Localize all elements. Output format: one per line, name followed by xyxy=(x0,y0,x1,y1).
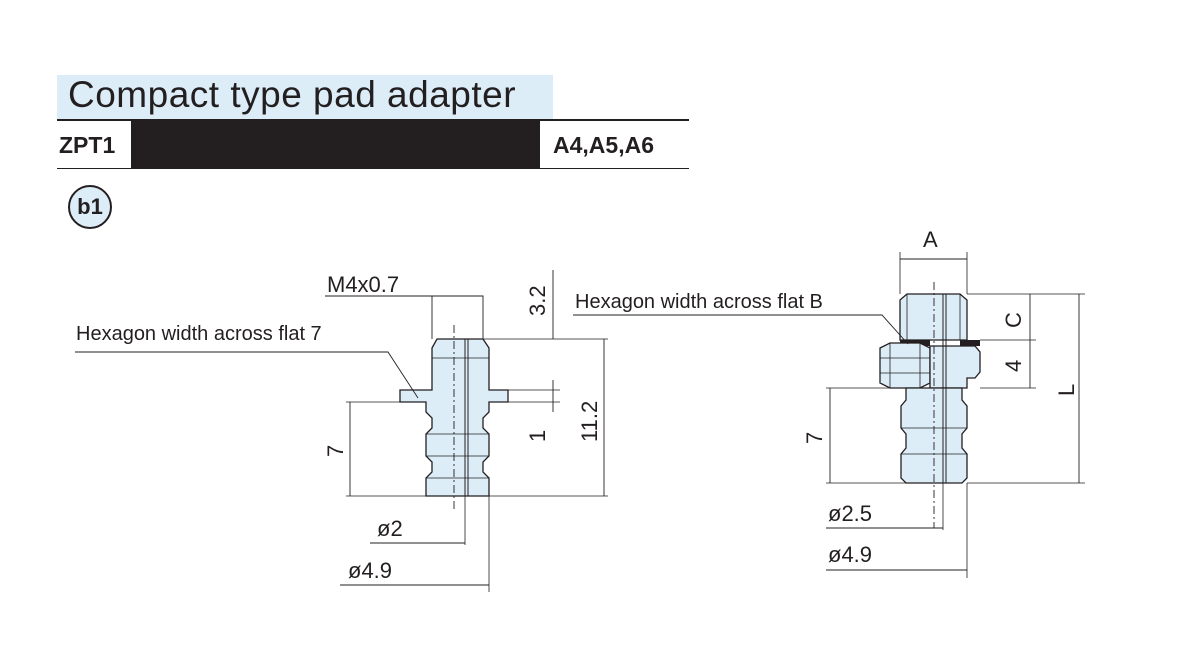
page-title: Compact type pad adapter xyxy=(68,74,517,115)
title-band xyxy=(57,75,553,119)
right-barb-body xyxy=(900,387,968,484)
left-dim-top: 3.2 xyxy=(525,285,550,316)
right-dia-outer: ø4.9 xyxy=(828,542,872,567)
right-dim-length: 7 xyxy=(802,432,827,444)
left-dim-length: 7 xyxy=(323,445,348,457)
variant-badge: b1 xyxy=(68,185,112,229)
right-dim-hex: 4 xyxy=(1001,360,1026,372)
right-thread-body xyxy=(899,293,968,341)
right-dia-inner: ø2.5 xyxy=(828,501,872,526)
left-view xyxy=(75,270,608,592)
left-hexagon-note: Hexagon width across flat 7 xyxy=(76,323,322,345)
header-bottom-rule xyxy=(57,168,689,169)
right-view xyxy=(573,252,1085,578)
right-dim-a: A xyxy=(923,227,938,252)
model-suffix: A4,A5,A6 xyxy=(553,132,654,158)
left-dia-outer: ø4.9 xyxy=(348,558,392,583)
left-dim-flange: 1 xyxy=(525,430,550,442)
right-dim-l: L xyxy=(1054,384,1079,396)
header-top-rule xyxy=(57,119,689,121)
model-code-bar xyxy=(131,121,540,168)
model-prefix: ZPT1 xyxy=(59,132,116,158)
left-thread-label: M4x0.7 xyxy=(327,272,399,297)
right-dim-c: C xyxy=(1001,312,1026,328)
left-dim-overall: 11.2 xyxy=(577,401,602,442)
left-dia-inner: ø2 xyxy=(377,516,403,541)
right-hex-nut xyxy=(879,342,931,389)
right-hexagon-note: Hexagon width across flat B xyxy=(575,291,823,313)
